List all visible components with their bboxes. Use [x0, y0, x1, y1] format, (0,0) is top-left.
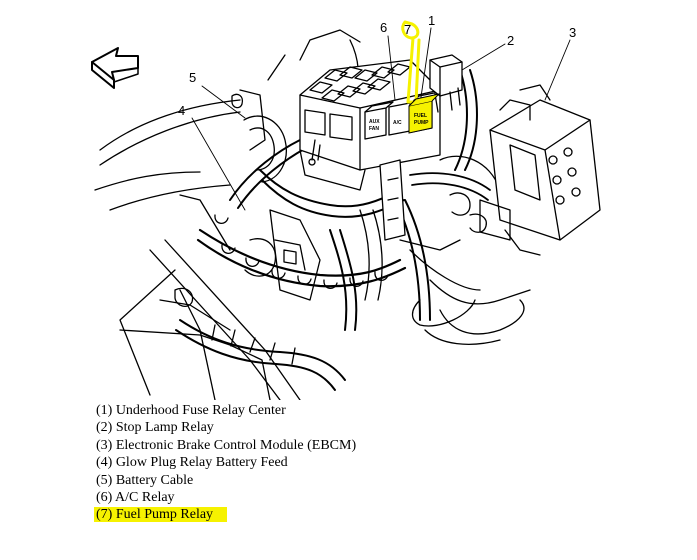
legend-item: (2) Stop Lamp Relay [96, 420, 214, 436]
legend-highlight: (7) Fuel Pump Relay [94, 507, 228, 523]
ebcm-module [449, 84, 601, 256]
legend-item: (4) Glow Plug Relay Battery Feed [96, 455, 288, 471]
legend-item: (6) A/C Relay [96, 490, 175, 506]
vehicle-body-structure [94, 29, 361, 400]
callout-7: 7 [404, 22, 411, 37]
callout-2: 2 [507, 33, 514, 48]
legend-item: (1) Underhood Fuse Relay Center [96, 403, 286, 418]
engine-bay-diagram: AUX FAN A/C FUEL PUMP 1 2 3 4 5 6 7 [91, 13, 601, 400]
direction-arrow-icon [91, 47, 139, 89]
callout-3: 3 [569, 25, 576, 40]
relay-label-pump: PUMP [414, 120, 429, 126]
legend-item: (3) Electronic Brake Control Module (EBC… [96, 437, 357, 453]
relay-label-ac: A/C [393, 120, 402, 126]
parts-legend: (1) Underhood Fuse Relay Center (2) Stop… [94, 402, 357, 524]
relay-label-aux: AUX [369, 119, 380, 125]
underhood-fuse-relay-center [299, 59, 441, 241]
callout-5: 5 [189, 70, 196, 85]
legend-item: (5) Battery Cable [96, 472, 194, 488]
relay-label-fuel: FUEL [414, 113, 427, 119]
highlight-marker [401, 20, 421, 104]
callout-1: 1 [428, 13, 435, 28]
callout-6: 6 [380, 20, 387, 35]
legend-item-highlighted: (7) Fuel Pump Relay [94, 506, 356, 523]
callout-4: 4 [178, 103, 185, 118]
stop-lamp-relay [429, 54, 463, 113]
relay-label-fan: FAN [369, 126, 379, 132]
